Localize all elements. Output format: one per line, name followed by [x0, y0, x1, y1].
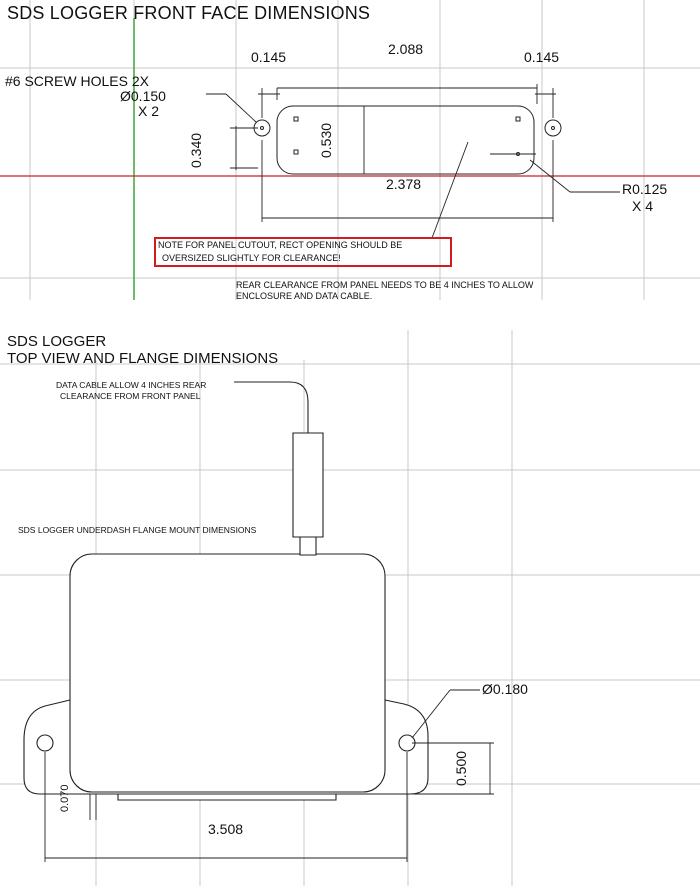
front-title: SDS LOGGER FRONT FACE DIMENSIONS	[7, 3, 371, 23]
screw-holes-label: #6 SCREW HOLES 2X	[5, 73, 149, 89]
flange-mount-label: SDS LOGGER UNDERDASH FLANGE MOUNT DIMENS…	[18, 525, 257, 535]
cable-note-line2: CLEARANCE FROM FRONT PANEL	[60, 391, 201, 401]
dim-3508: 3.508	[208, 821, 244, 837]
top-dimensions	[45, 690, 494, 862]
top-title-line2: TOP VIEW AND FLANGE DIMENSIONS	[7, 350, 279, 367]
dim-0180: Ø0.180	[482, 681, 528, 697]
top-title-line1: SDS LOGGER	[7, 333, 107, 350]
dim-0070: 0.070	[59, 784, 71, 812]
front-face	[254, 106, 561, 174]
rear-clearance-line1: REAR CLEARANCE FROM PANEL NEEDS TO BE 4 …	[236, 280, 534, 290]
note-line2: OVERSIZED SLIGHTLY FOR CLEARANCE!	[162, 253, 341, 263]
top-view-enclosure	[24, 382, 428, 800]
dim-right-0145: 0.145	[524, 49, 560, 65]
front-dimensions	[206, 84, 620, 238]
panel-cutout-note-box	[154, 237, 452, 267]
radius-count: X 4	[632, 198, 654, 214]
dim-top-2088: 2.088	[388, 41, 424, 57]
rear-clearance-line2: ENCLOSURE AND DATA CABLE.	[236, 291, 373, 301]
screw-holes-count: X 2	[138, 103, 160, 119]
dim-left-0145: 0.145	[251, 49, 287, 65]
dim-0500: 0.500	[453, 750, 469, 786]
dim-0530: 0.530	[318, 122, 334, 158]
dim-2378: 2.378	[386, 176, 422, 192]
dim-0340: 0.340	[188, 132, 204, 168]
screw-holes-dia: Ø0.150	[120, 88, 166, 104]
cable-note-line1: DATA CABLE ALLOW 4 INCHES REAR	[56, 380, 207, 390]
note-line1: NOTE FOR PANEL CUTOUT, RECT OPENING SHOU…	[158, 240, 403, 250]
radius-label: R0.125	[622, 181, 668, 197]
